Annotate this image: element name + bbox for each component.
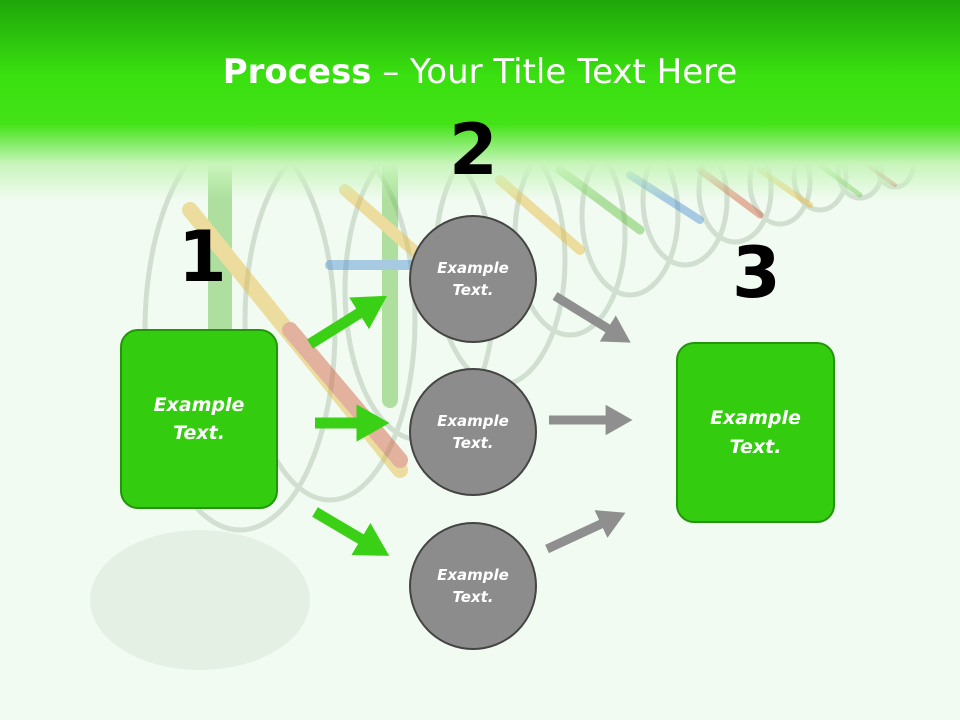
title-bold-text: Process: [222, 52, 372, 92]
start-box-line2: Text.: [173, 422, 225, 444]
slide-title: Process – Your Title Text Here: [0, 52, 960, 92]
start-box-line1: Example: [153, 393, 245, 416]
gray-arrow-up: [545, 510, 626, 554]
step-number-2: 2: [449, 109, 498, 191]
circle-middle-line1: Example: [437, 411, 509, 430]
title-bar: [0, 0, 960, 200]
circle-middle-line2: Text.: [452, 434, 494, 452]
end-box-line2: Text.: [729, 435, 782, 458]
green-arrow-down: [312, 507, 390, 556]
circle-bottom-line1: Example: [437, 565, 509, 584]
green-arrow-up: [307, 295, 388, 349]
circle-top-line2: Text.: [452, 281, 494, 299]
gray-arrow-down: [552, 292, 631, 343]
title-rest-text: – Your Title Text Here: [371, 52, 738, 92]
circle-top-line1: Example: [437, 258, 509, 277]
end-box-line1: Example: [710, 407, 801, 429]
step-number-1: 1: [178, 216, 227, 298]
circle-bottom-line2: Text.: [452, 588, 494, 606]
step-number-3: 3: [732, 232, 781, 314]
